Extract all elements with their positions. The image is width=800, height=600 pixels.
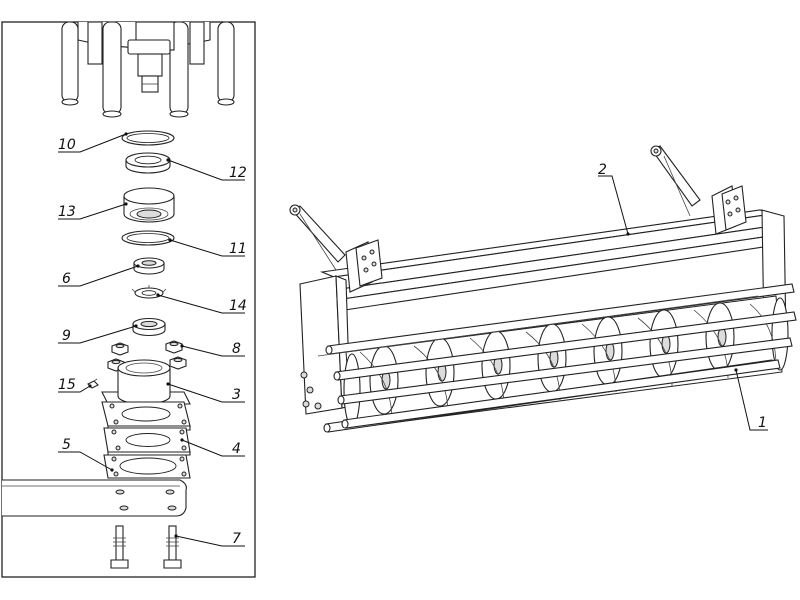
callout-5: 5 (62, 437, 71, 453)
part-9-nut (132, 317, 166, 337)
part-4-gasket-plate (101, 401, 191, 431)
callout-4: 4 (232, 441, 241, 457)
part-11-snap-ring (121, 230, 175, 246)
roller-assembly-view: 2 1 (289, 145, 797, 433)
callout-7: 7 (232, 531, 241, 547)
callout-9: 9 (62, 328, 71, 344)
callout-13: 13 (58, 204, 76, 220)
hitch-arm-right (650, 145, 701, 217)
leader-lines-left (58, 133, 245, 547)
part-3-bearing-housing (101, 359, 191, 405)
leader-lines-right (598, 175, 768, 431)
callout-8: 8 (232, 341, 241, 357)
rotor-hub (61, 21, 235, 118)
callout-2: 2 (598, 162, 607, 178)
mount-bracket-right (711, 185, 747, 235)
part-10-snap-ring (121, 130, 175, 146)
part-14-lock-washer (131, 285, 167, 299)
callout-3: 3 (232, 387, 241, 403)
tie-rods (317, 283, 797, 433)
callout-11: 11 (229, 241, 247, 257)
callout-12: 12 (229, 165, 247, 181)
part-7-bolts (110, 525, 182, 569)
callout-10: 10 (58, 137, 76, 153)
part-6-collar (133, 257, 165, 275)
part-13-bearing (123, 187, 175, 223)
hitch-arm-left (289, 204, 346, 271)
part-4-plate-lower (103, 427, 191, 456)
mount-bracket-left (345, 239, 383, 293)
side-frame-bar (2, 479, 187, 517)
callout-14: 14 (229, 298, 247, 314)
part-2-top-beam (319, 209, 773, 312)
part-12-washer (125, 152, 171, 174)
callout-1: 1 (758, 415, 767, 431)
exploded-view-panel: 10 12 13 11 6 14 9 8 15 3 4 5 7 (1, 21, 256, 578)
leader-dots-left (88, 132, 184, 538)
leader-dot-1 (734, 368, 738, 372)
part-5-gasket (103, 454, 191, 479)
leader-dot-2 (626, 232, 630, 236)
callout-6: 6 (62, 271, 71, 287)
part-8-nuts (107, 340, 187, 372)
callout-15: 15 (58, 377, 76, 393)
